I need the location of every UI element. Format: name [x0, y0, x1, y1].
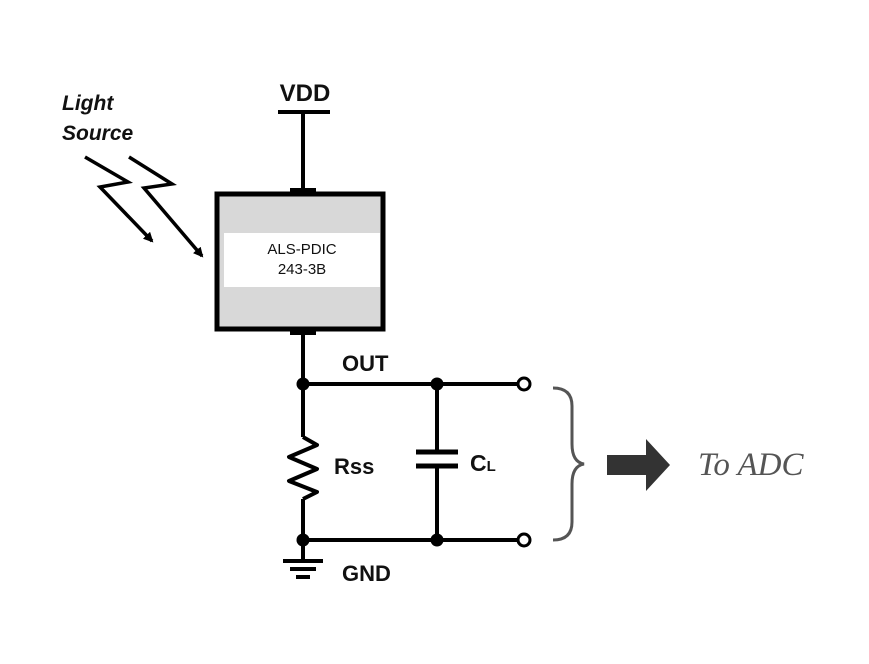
out-pin — [290, 328, 316, 335]
resistor-rss — [287, 435, 319, 501]
capacitor-label-main: C — [470, 450, 487, 476]
ground-icon — [283, 559, 323, 579]
chip-label-band — [224, 233, 380, 287]
output-brace — [552, 386, 585, 542]
light-source-label-line1: Light — [62, 92, 114, 115]
vdd-label: VDD — [280, 80, 331, 107]
resistor-label: Rss — [334, 454, 374, 479]
gnd-label: GND — [342, 561, 391, 586]
chip-part-number: 243-3B — [278, 261, 326, 278]
light-source-label-line2: Source — [62, 122, 134, 145]
capacitor-label: CL — [470, 450, 496, 476]
out-terminal — [516, 376, 532, 392]
to-adc-label: To ADC — [698, 447, 804, 483]
chip-part-name: ALS-PDIC — [267, 241, 336, 258]
to-adc-arrow-icon — [607, 439, 670, 491]
light-ray-upper — [84, 155, 154, 243]
gnd-junction-right — [430, 533, 444, 547]
out-label: OUT — [342, 351, 389, 376]
light-ray-lower — [128, 155, 204, 258]
capacitor-label-sub: L — [487, 458, 496, 475]
gnd-terminal — [516, 532, 532, 548]
